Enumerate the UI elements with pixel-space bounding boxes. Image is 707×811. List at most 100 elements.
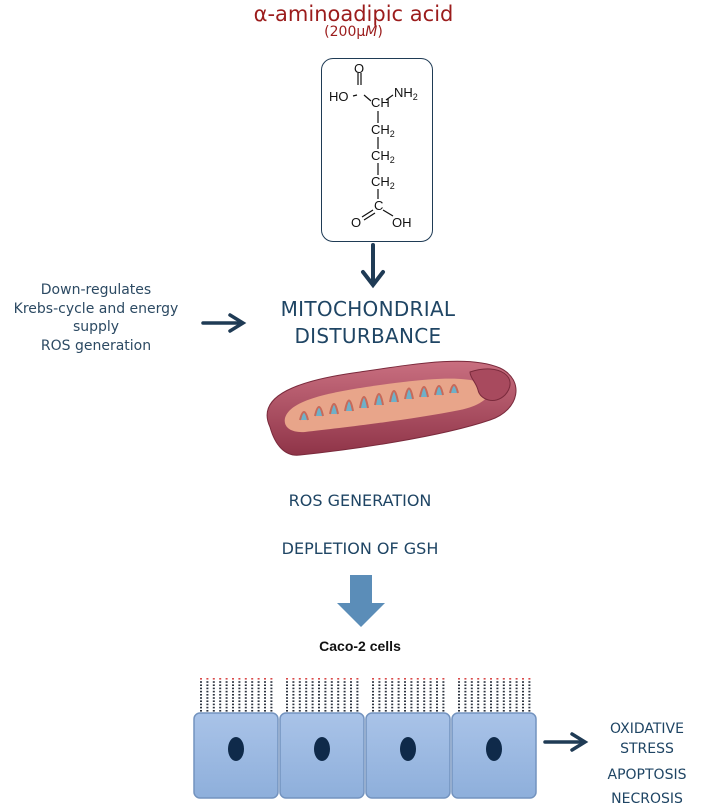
microvillus-dot: [483, 706, 486, 709]
microvillus-dot: [442, 703, 445, 706]
microvillus-dot: [330, 706, 333, 709]
microvillus-dot: [292, 700, 295, 702]
microvillus-dot: [372, 703, 374, 706]
microvillus-dot: [350, 678, 352, 680]
compound-concentration: (200μM): [324, 24, 383, 40]
microvillus-dot: [391, 690, 394, 693]
microvillus-dot: [298, 710, 301, 712]
microvillus-dot: [483, 697, 486, 699]
microvillus-dot: [477, 710, 480, 712]
microvillus-dot: [429, 694, 432, 696]
microvillus-dot: [356, 700, 359, 702]
microvillus-dot: [251, 687, 254, 690]
microvillus-dot: [404, 706, 406, 709]
microvillus-dot: [384, 703, 387, 706]
microvillus-dot: [378, 700, 381, 702]
microvillus-dot: [330, 681, 333, 683]
microvillus-dot: [244, 703, 247, 706]
microvillus-dot: [292, 690, 295, 693]
microvillus-dot: [286, 706, 288, 709]
microvillus-dot: [298, 690, 301, 693]
microvillus-dot: [378, 706, 381, 709]
microvillus-dot: [436, 706, 438, 709]
microvillus-dot: [257, 678, 260, 680]
microvillus-dot: [311, 700, 314, 702]
microvillus-dot: [219, 703, 222, 706]
microvillus-dot: [238, 706, 241, 709]
microvillus-dot: [343, 684, 346, 686]
microvillus-dot: [212, 690, 215, 693]
microvillus-dot: [442, 690, 445, 693]
microvillus-dot: [509, 690, 512, 693]
microvillus-dot: [238, 700, 241, 702]
microvillus-dot: [378, 703, 381, 706]
microvillus-dot: [330, 687, 333, 690]
microvillus-dot: [206, 710, 209, 712]
microvillus-dot: [423, 697, 426, 699]
microvillus-dot: [378, 684, 381, 686]
microvillus-dot: [200, 690, 202, 693]
microvillus-dot: [397, 694, 400, 696]
microvillus-dot: [292, 681, 295, 683]
microvillus-dot: [318, 700, 320, 702]
microvillus-dot: [391, 681, 394, 683]
microvillus-dot: [502, 710, 505, 712]
microvillus-dot: [311, 706, 314, 709]
microvillus-dot: [330, 710, 333, 712]
microvillus-dot: [384, 706, 387, 709]
microvillus-dot: [410, 694, 413, 696]
microvillus-dot: [324, 700, 327, 702]
microvillus-dot: [244, 700, 247, 702]
microvillus-dot: [206, 697, 209, 699]
microvillus-dot: [232, 697, 234, 699]
microvillus-dot: [442, 687, 445, 690]
microvillus-dot: [502, 706, 505, 709]
microvillus-dot: [232, 678, 234, 680]
microvillus-dot: [528, 687, 531, 690]
microvillus-dot: [311, 690, 314, 693]
microvillus-dot: [410, 678, 413, 680]
microvillus-dot: [429, 690, 432, 693]
microvillus-dot: [264, 690, 266, 693]
microvillus-dot: [232, 710, 234, 712]
microvillus-dot: [212, 700, 215, 702]
microvillus-dot: [200, 706, 202, 709]
microvillus-dot: [318, 678, 320, 680]
microvillus-dot: [410, 687, 413, 690]
microvillus-dot: [502, 690, 505, 693]
microvillus-dot: [200, 697, 202, 699]
microvillus-dot: [292, 703, 295, 706]
microvillus-dot: [350, 700, 352, 702]
microvillus-dot: [238, 678, 241, 680]
microvillus-dot: [458, 706, 460, 709]
microvillus-dot: [225, 694, 228, 696]
microvillus-dot: [206, 690, 209, 693]
microvillus-dot: [270, 706, 273, 709]
microvillus-dot: [264, 694, 266, 696]
microvillus-dot: [372, 697, 374, 699]
microvillus-dot: [286, 687, 288, 690]
microvillus-dot: [292, 684, 295, 686]
microvillus-dot: [515, 681, 518, 683]
microvillus-dot: [490, 700, 492, 702]
microvillus-dot: [238, 684, 241, 686]
microvillus-dot: [442, 700, 445, 702]
microvillus-dot: [429, 678, 432, 680]
microvillus-dot: [356, 681, 359, 683]
cell-1-nucleus: [228, 737, 244, 761]
microvillus-dot: [298, 687, 301, 690]
microvillus-dot: [458, 678, 460, 680]
microvillus-dot: [397, 700, 400, 702]
microvillus-dot: [244, 681, 247, 683]
microvillus-dot: [298, 694, 301, 696]
microvillus-dot: [324, 678, 327, 680]
microvillus-dot: [378, 690, 381, 693]
microvillus-dot: [244, 706, 247, 709]
microvillus-dot: [502, 687, 505, 690]
microvillus-dot: [404, 678, 406, 680]
microvillus-dot: [298, 703, 301, 706]
microvillus-dot: [442, 706, 445, 709]
microvillus-dot: [464, 710, 467, 712]
microvillus-dot: [232, 700, 234, 702]
microvillus-dot: [522, 706, 524, 709]
